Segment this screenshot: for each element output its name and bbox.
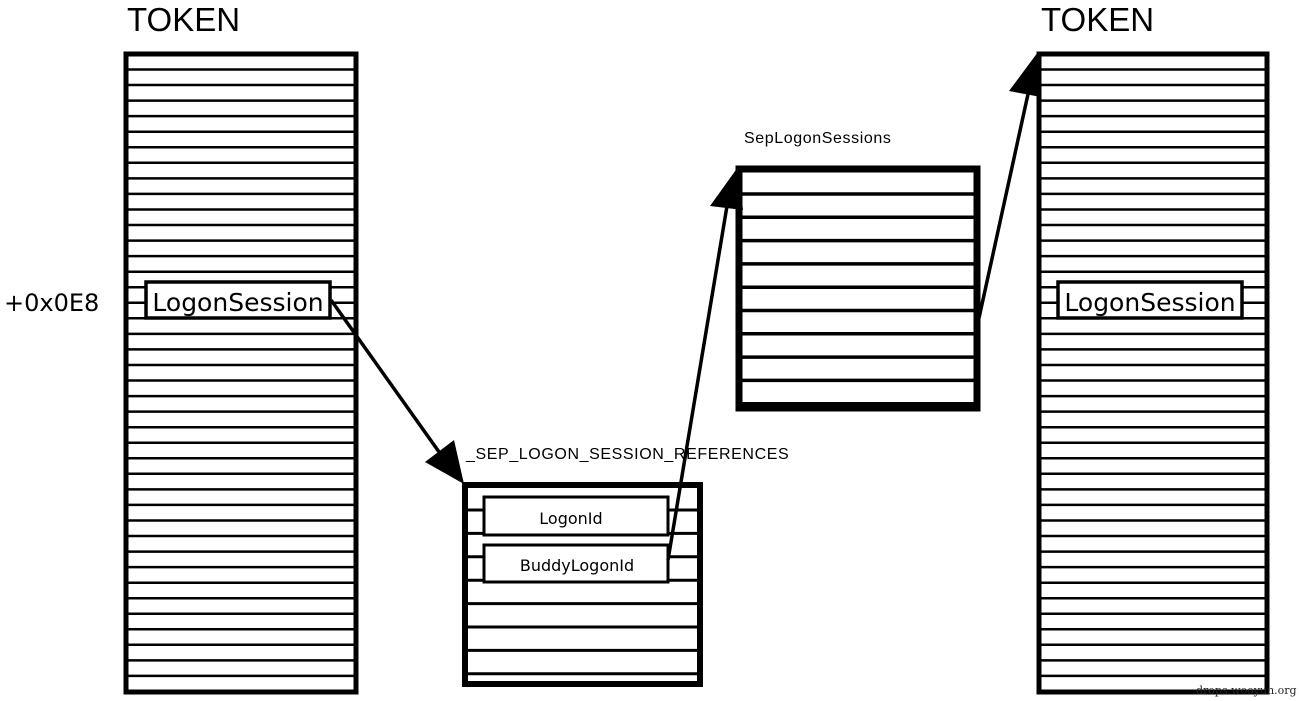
references-frame	[462, 482, 703, 687]
right-logonsession-label: LogonSession	[1064, 288, 1235, 317]
right-token-struct: TOKEN LogonSession	[1036, 1, 1270, 695]
arrow-seplogonsessions-to-right-token	[977, 52, 1041, 319]
edges	[329, 52, 1041, 561]
arrow-buddylogonid-to-seplogonsessions	[666, 167, 743, 561]
left-token-struct: TOKEN +0x0E8 LogonSession	[4, 1, 359, 695]
left-token-frame	[123, 51, 359, 695]
buddylogonid-label: BuddyLogonId	[520, 556, 634, 575]
right-token-title: TOKEN	[1041, 1, 1154, 38]
left-token-rows	[128, 68, 354, 678]
right-logonsession-field: LogonSession	[1056, 280, 1244, 320]
left-token-title: TOKEN	[127, 1, 240, 38]
right-token-rows	[1041, 68, 1265, 678]
left-logonsession-label: LogonSession	[152, 288, 323, 317]
arrow-logonsession-to-references	[329, 298, 464, 484]
references-title: _SEP_LOGON_SESSION_REFERENCES	[465, 446, 789, 463]
right-token-frame	[1036, 51, 1270, 695]
seplogonsessions-title: SepLogonSessions	[744, 130, 891, 147]
left-logonsession-field: LogonSession	[144, 280, 332, 320]
seplogonsessions-struct: SepLogonSessions	[735, 130, 981, 412]
watermark: drops.wooyun.org	[1196, 684, 1297, 697]
references-struct: _SEP_LOGON_SESSION_REFERENCES LogonId Bu…	[462, 446, 789, 687]
offset-label: +0x0E8	[4, 289, 99, 317]
seplogonsessions-rows	[741, 192, 975, 406]
logonid-field: LogonId	[482, 495, 670, 537]
logonid-label: LogonId	[539, 509, 602, 528]
seplogonsessions-frame	[735, 165, 981, 412]
buddylogonid-field: BuddyLogonId	[482, 543, 670, 584]
